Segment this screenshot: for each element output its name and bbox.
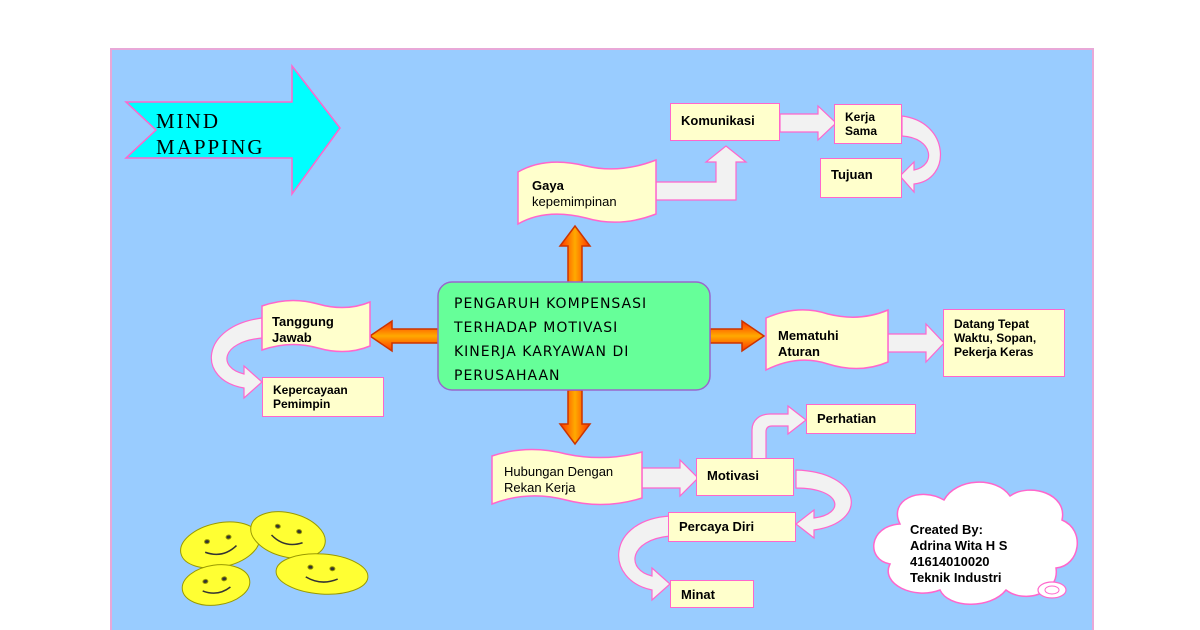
node-kepercayaan-line-1: Kepercayaan — [273, 383, 348, 397]
center-line-4: PERUSAHAAN — [454, 368, 561, 384]
node-kerja-sama: Kerja Sama — [834, 104, 902, 144]
node-kerja-line-2: Sama — [845, 124, 878, 138]
node-datang-line-3: Pekerja Keras — [954, 345, 1034, 359]
hubungan-banner-shape — [491, 448, 643, 506]
tanggung-banner-shape — [261, 299, 371, 353]
smiley-icon-3 — [181, 564, 251, 606]
node-tanggung-line-2: Jawab — [272, 330, 312, 345]
smiley-icon-4 — [275, 553, 369, 595]
cloud-bubble-shape — [1037, 581, 1067, 599]
connector-komunikasi-kerja-icon — [779, 104, 837, 142]
node-hubungan-line-1: Hubungan Dengan — [504, 464, 614, 479]
node-motivasi-label: Motivasi — [707, 468, 760, 483]
node-perhatian: Perhatian — [806, 404, 916, 434]
arrow-left-icon — [368, 319, 441, 353]
node-datang-tepat: Datang Tepat Waktu, Sopan, Pekerja Keras — [943, 309, 1065, 377]
node-minat: Minat — [670, 580, 754, 608]
node-percaya-diri: Percaya Diri — [668, 512, 796, 542]
connector-mematuhi-datang-icon — [887, 322, 945, 364]
title-line-2: MAPPING — [156, 135, 265, 159]
node-hubungan-rekan: Hubungan Dengan Rekan Kerja — [504, 464, 613, 496]
node-komunikasi-label: Komunikasi — [681, 113, 755, 128]
connector-tanggung-kepercayaan-icon — [210, 317, 263, 400]
center-line-3: KINERJA KARYAWAN DI — [454, 344, 630, 360]
connector-kerja-tujuan-icon — [899, 115, 942, 194]
mematuhi-banner-shape — [765, 308, 889, 372]
node-datang-line-2: Waktu, Sopan, — [954, 331, 1037, 345]
center-node: PENGARUH KOMPENSASI TERHADAP MOTIVASI KI… — [454, 292, 647, 388]
node-perhatian-label: Perhatian — [817, 411, 877, 426]
arrow-down-icon — [558, 389, 592, 446]
connector-motivasi-percaya-icon — [795, 469, 852, 540]
node-gaya-line-1: Gaya — [532, 178, 564, 193]
node-hubungan-line-2: Rekan Kerja — [504, 480, 576, 495]
title-arrow-icon — [124, 63, 341, 197]
smiley-icon-2 — [250, 511, 326, 559]
title-line-1: MIND — [156, 109, 220, 133]
node-kepercayaan-line-2: Pemimpin — [273, 397, 331, 411]
node-kerja-line-1: Kerja — [845, 110, 876, 124]
credit-block: Created By: Adrina Wita H S 41614010020 … — [910, 522, 1007, 586]
connector-motivasi-perhatian-icon — [751, 404, 807, 461]
node-mematuhi-aturan: Mematuhi Aturan — [778, 328, 839, 360]
gaya-banner-shape — [517, 158, 657, 226]
center-line-1: PENGARUH KOMPENSASI — [454, 296, 648, 312]
page-title: MIND MAPPING — [156, 108, 265, 160]
center-node-shape — [437, 281, 711, 391]
credit-line-4: Teknik Industri — [910, 570, 1002, 585]
node-mematuhi-line-2: Aturan — [778, 344, 820, 359]
connector-percaya-minat-icon — [618, 515, 671, 602]
node-datang-line-1: Datang Tepat — [954, 317, 1030, 331]
node-minat-label: Minat — [681, 587, 715, 602]
arrow-up-icon — [558, 224, 592, 286]
cloud-shape — [873, 481, 1078, 605]
node-percaya-diri-label: Percaya Diri — [679, 519, 755, 534]
credit-line-3: 41614010020 — [910, 554, 990, 569]
connector-gaya-komunikasi-icon — [655, 145, 748, 201]
connector-hubungan-motivasi-icon — [641, 458, 699, 498]
node-tujuan: Tujuan — [820, 158, 902, 198]
node-kepercayaan-pemimpin: Kepercayaan Pemimpin — [262, 377, 384, 417]
node-tanggung-jawab: Tanggung Jawab — [272, 314, 334, 346]
credit-line-2: Adrina Wita H S — [910, 538, 1008, 553]
credit-line-1: Created By: — [910, 522, 983, 537]
arrow-right-icon — [709, 319, 766, 353]
node-komunikasi: Komunikasi — [670, 103, 780, 141]
center-line-2: TERHADAP MOTIVASI — [454, 320, 619, 336]
smileys-decoration — [180, 511, 369, 606]
node-tujuan-label: Tujuan — [831, 167, 873, 182]
node-motivasi: Motivasi — [696, 458, 794, 496]
node-gaya-line-2: kepemimpinan — [532, 194, 617, 209]
node-mematuhi-line-1: Mematuhi — [778, 328, 839, 343]
node-tanggung-line-1: Tanggung — [272, 314, 334, 329]
node-gaya-kepemimpinan: Gaya kepemimpinan — [532, 178, 617, 210]
